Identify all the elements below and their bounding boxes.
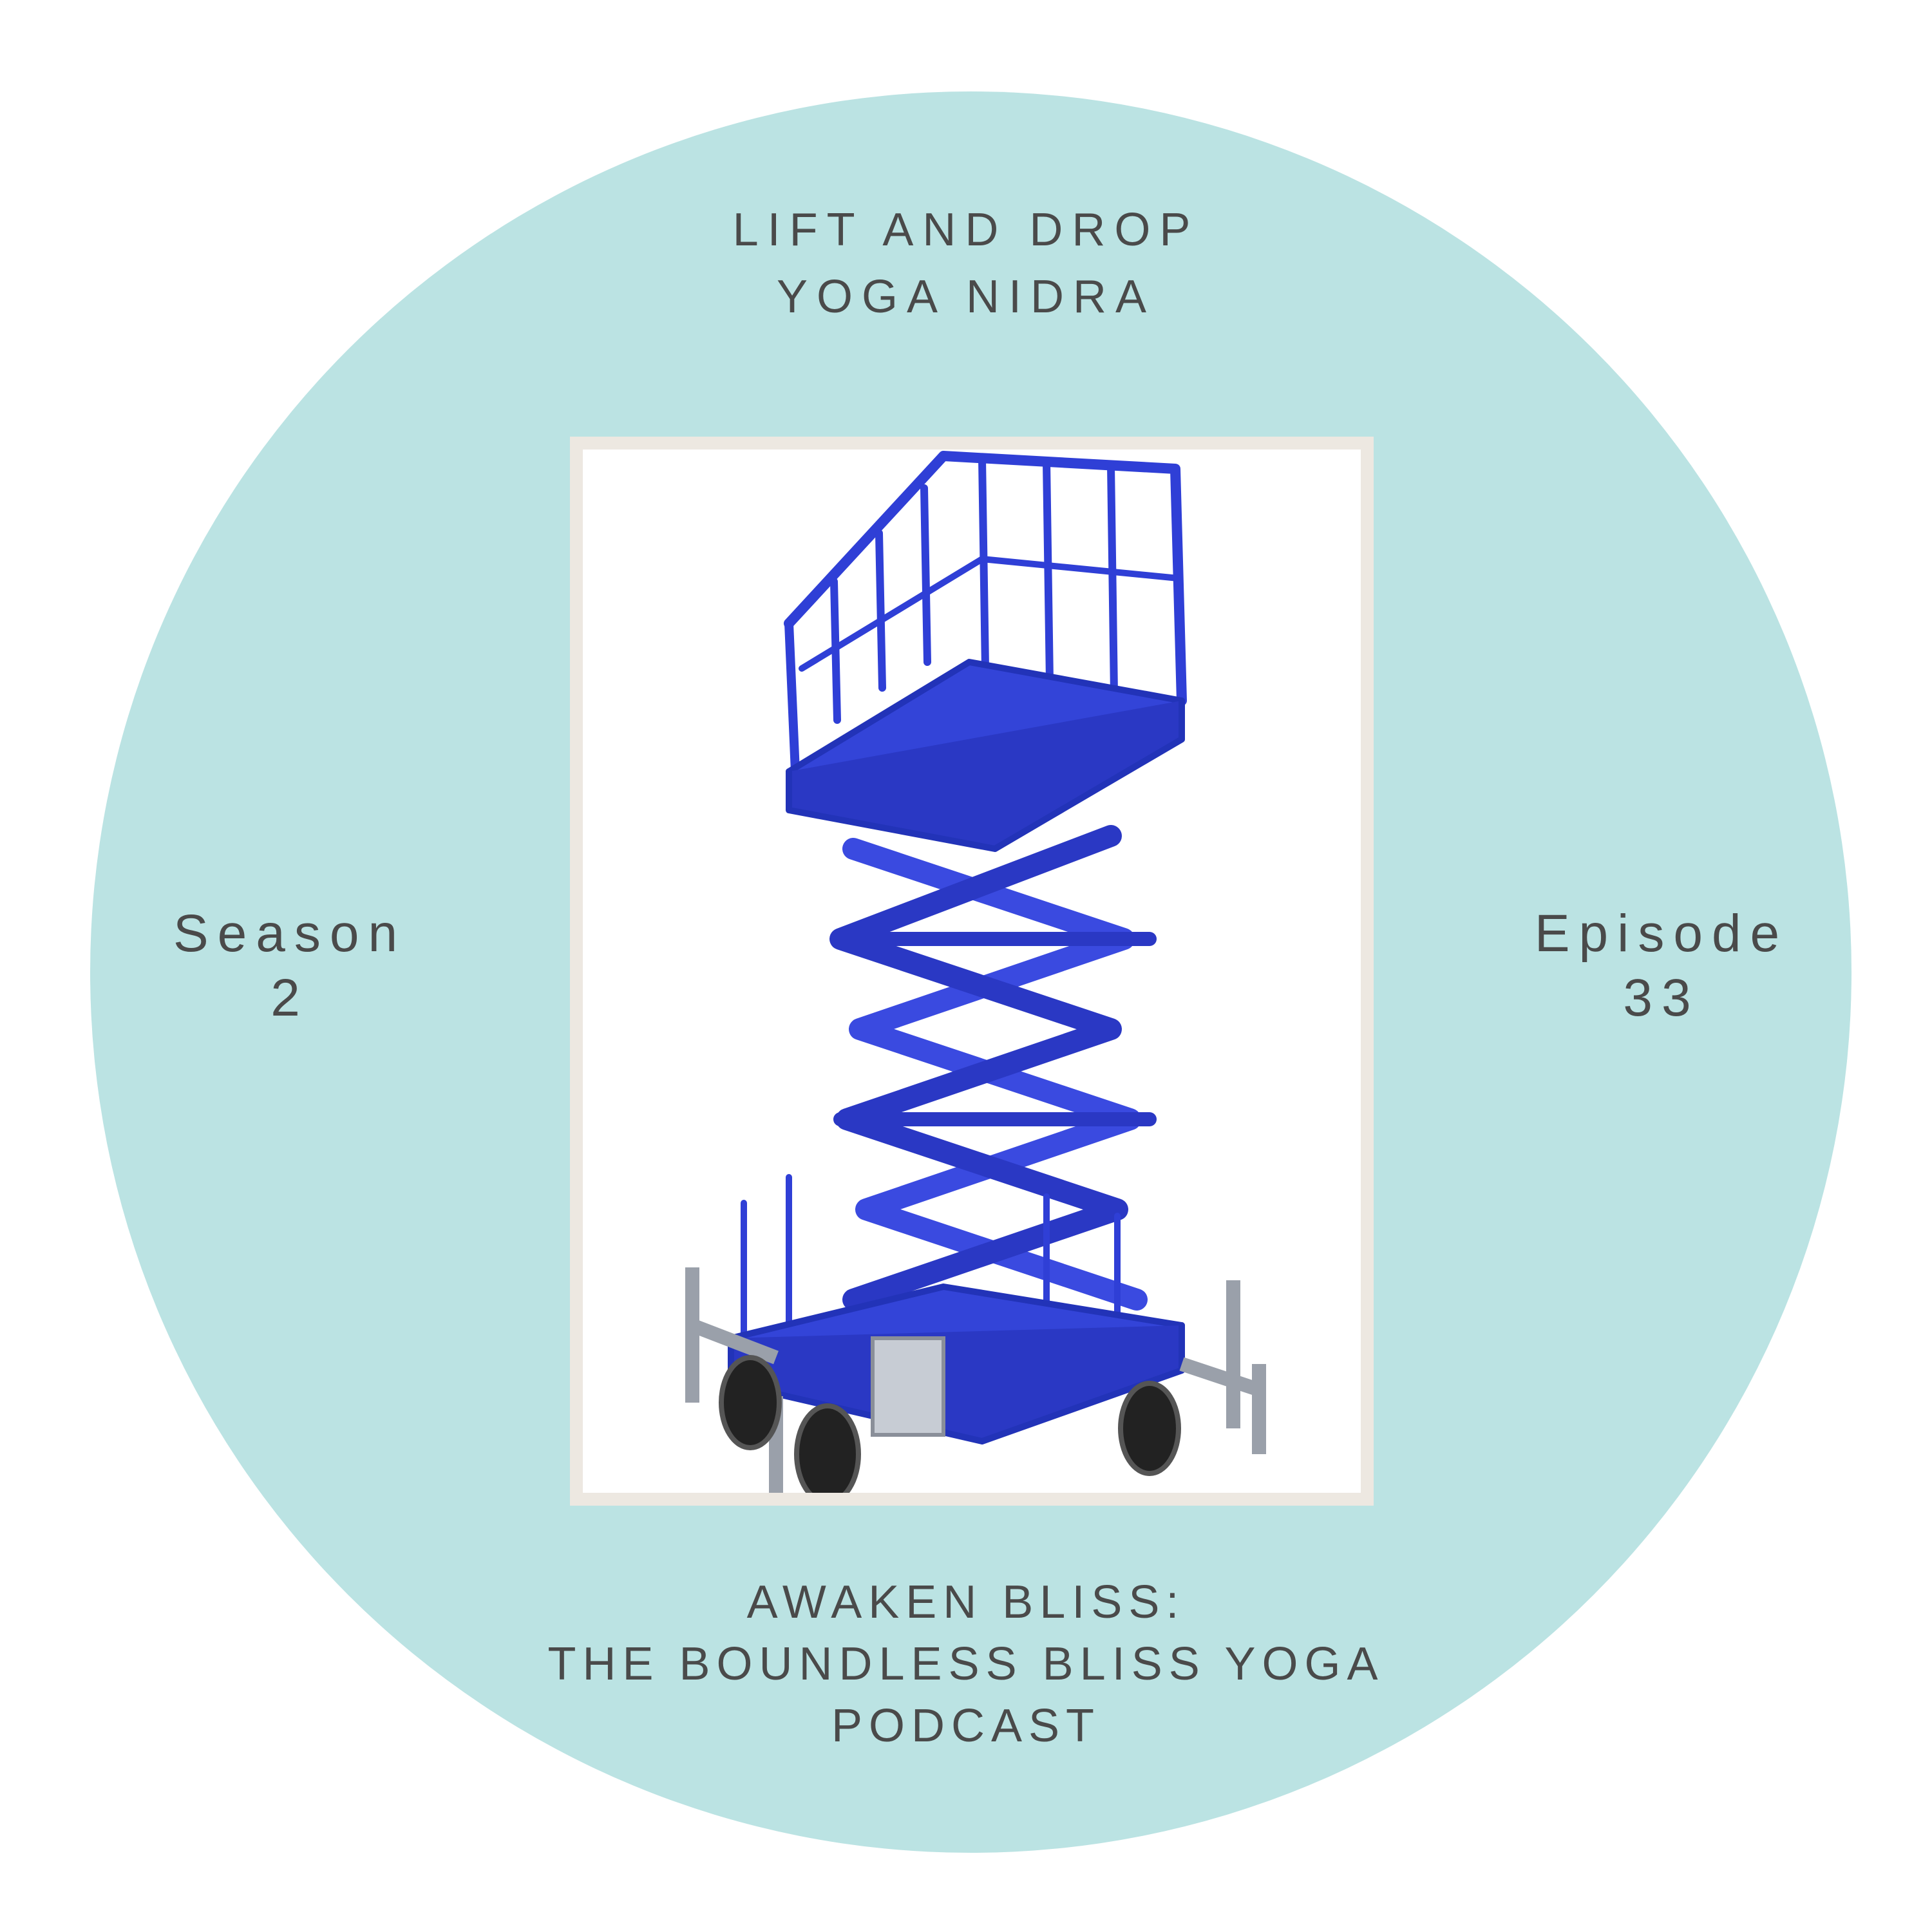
episode-block: Episode 33 <box>1475 902 1848 1030</box>
episode-number: 33 <box>1623 969 1700 1027</box>
podcast-name-line1: AWAKEN BLISS: <box>746 1577 1186 1628</box>
episode-title-line1: LIFT AND DROP <box>732 204 1200 256</box>
episode-label: Episode <box>1534 904 1789 963</box>
episode-title-line2: YOGA NIDRA <box>776 271 1156 323</box>
episode-title: LIFT AND DROP YOGA NIDRA <box>0 196 1932 330</box>
scissor-lift-icon <box>685 451 1266 1493</box>
season-block: Season 2 <box>129 902 451 1030</box>
scissor-lift-image <box>583 450 1361 1493</box>
photo-frame <box>570 437 1374 1506</box>
podcast-name-line3: PODCAST <box>831 1700 1101 1752</box>
podcast-name-line2: THE BOUNDLESS BLISS YOGA <box>547 1638 1385 1690</box>
season-label: Season <box>173 904 407 963</box>
season-number: 2 <box>270 969 309 1027</box>
podcast-name: AWAKEN BLISS: THE BOUNDLESS BLISS YOGA P… <box>0 1571 1932 1757</box>
